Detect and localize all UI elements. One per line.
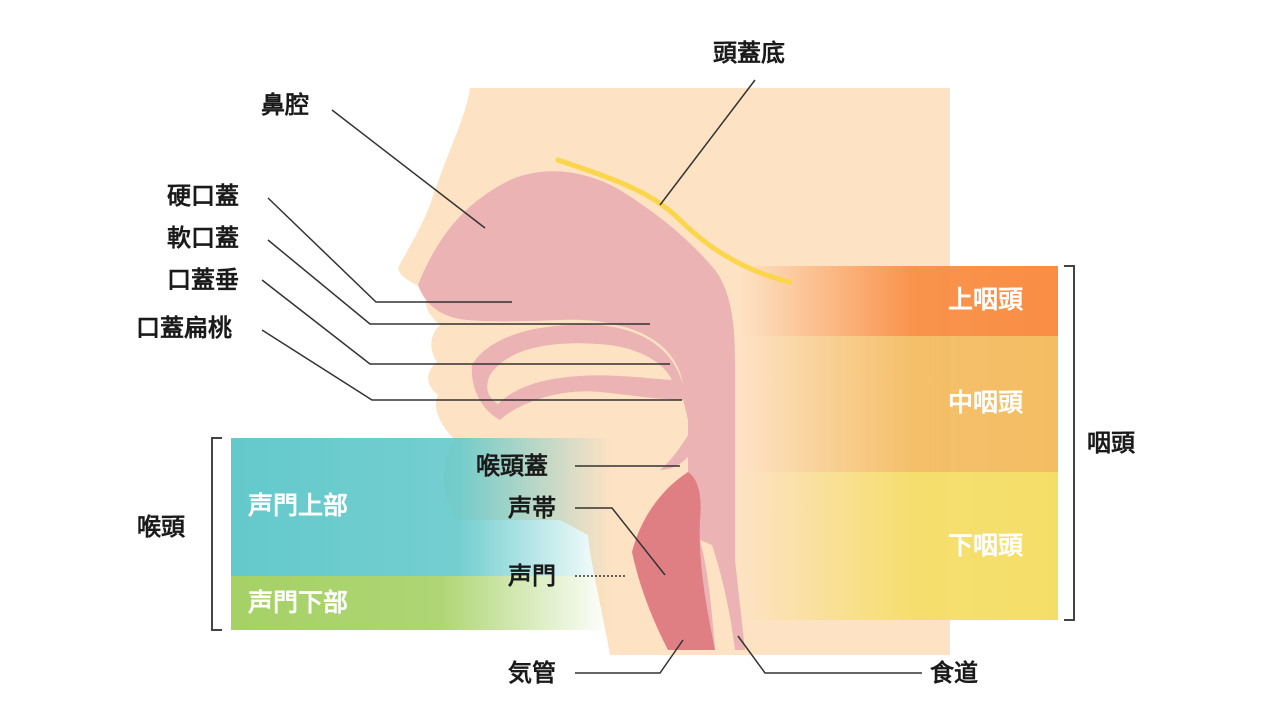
trachea-leader <box>575 639 684 674</box>
nasal-cavity-leader <box>331 109 486 229</box>
hard-palate-leader <box>267 197 512 303</box>
vocal-cord-leader <box>575 507 666 576</box>
tonsil-leader <box>261 329 682 401</box>
supraglottis-label: 声門上部 <box>248 491 349 520</box>
skull-base-leader <box>659 79 756 206</box>
epiglottis-shape <box>660 432 694 470</box>
supraglottis-zone <box>231 438 611 576</box>
pharynx-label: 咽頭 <box>1087 429 1135 457</box>
hypopharynx-zone <box>740 472 1058 620</box>
nasal-cavity-label: 鼻腔 <box>261 91 309 119</box>
mesopharynx-label: 中咽頭 <box>948 388 1024 417</box>
tongue-surface <box>487 343 672 404</box>
soft-palate-label: 軟口蓋 <box>167 224 239 252</box>
larynx-tissue <box>632 472 715 650</box>
subglottis-zone <box>231 576 611 630</box>
epipharynx-label: 上咽頭 <box>948 285 1024 314</box>
upper-airway-tissue <box>418 171 745 651</box>
skull-base-label: 頭蓋底 <box>713 39 785 67</box>
pharynx-bracket <box>1064 265 1075 621</box>
mesopharynx-zone <box>740 336 1058 472</box>
skull-base-line <box>555 157 793 285</box>
trachea-lumen <box>700 540 735 650</box>
esophagus-leader <box>737 635 922 674</box>
larynx-bracket <box>211 437 222 631</box>
esophagus-label: 食道 <box>930 659 978 687</box>
trachea-label: 気管 <box>508 659 556 687</box>
epipharynx-zone <box>740 266 1058 336</box>
uvula-label: 口蓋垂 <box>167 266 239 294</box>
larynx-label: 喉頭 <box>137 513 185 541</box>
subglottis-label: 声門下部 <box>248 588 349 617</box>
hypopharynx-label: 下咽頭 <box>948 531 1024 560</box>
hard-palate-label: 硬口蓋 <box>167 182 239 210</box>
palatine-tonsil-label: 口蓋扁桃 <box>136 314 232 342</box>
vocal-cord-label: 声帯 <box>508 494 556 522</box>
epiglottis-label: 喉頭蓋 <box>476 452 548 480</box>
uvula-leader <box>261 279 670 365</box>
soft-palate-leader <box>267 239 650 325</box>
glottis-label: 声門 <box>508 562 556 590</box>
